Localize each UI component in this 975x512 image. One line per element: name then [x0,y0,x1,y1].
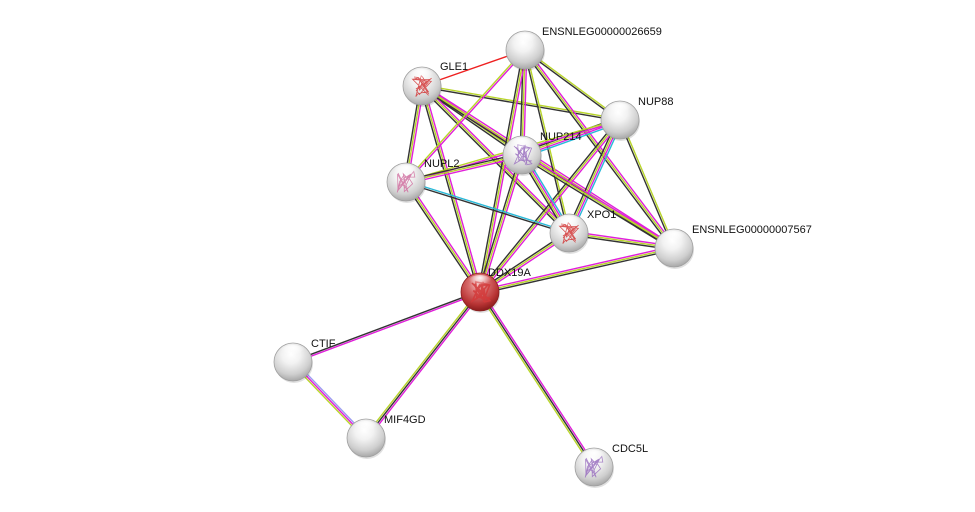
node-gle1[interactable]: GLE1 [402,61,468,107]
edge-evidence-experiments [481,50,528,293]
edge-evidence-experiments [479,245,674,291]
node-ctif[interactable]: CTIF [273,338,336,383]
nodes-layer: DDX19A GLE1 ENSNLEG00000026659NUP88NUP214N… [273,26,812,488]
edge-evidence-experiments [480,290,597,467]
node-xpo1[interactable]: XPO1 [549,209,616,254]
edge-evidence-coexpression [524,50,620,122]
edge-evidence-textmining [525,48,621,120]
edge-evidence-textmining [620,119,676,248]
edge-ensnleg00000026659-ddx19a[interactable] [477,49,528,293]
edge-evidence-textmining [405,154,523,183]
edge-evidence-experiments [522,152,676,248]
edge-evidence-coexpression [419,86,479,293]
edge-evidence-database [406,180,570,233]
edge-evidence-coexpression [479,291,595,468]
edge-evidence-textmining [521,154,675,249]
edge-evidence-textmining [479,154,523,293]
node-highlight [394,165,418,179]
edge-evidence-experiments [422,83,676,248]
edge-evidence-coexpression [618,120,674,249]
node-label: GLE1 [440,61,468,73]
edge-nup88-xpo1[interactable] [565,118,624,235]
edge-evidence-experiments [423,85,483,292]
node-highlight [510,138,534,152]
edge-ensnleg00000026659-nup88[interactable] [524,48,621,122]
edge-evidence-textmining [477,292,594,469]
node-highlight [281,345,305,359]
node-label: CTIF [311,338,336,350]
edge-evidence-coexpression [405,182,569,235]
edge-evidence-experiments [569,120,622,234]
edge-ensnleg00000026659-nupl2[interactable] [404,48,527,184]
node-highlight [582,450,606,464]
edge-evidence-textmining [404,48,525,182]
node-nup214[interactable]: NUP214 [502,131,582,176]
node-label: ENSNLEG00000026659 [542,26,662,38]
edge-nupl2-ddx19a[interactable] [403,180,483,294]
edge-evidence-coexpression [480,249,675,295]
edge-evidence-coexpression [520,155,674,251]
edge-evidence-coexpression [365,291,481,439]
edge-evidence-coexpression [477,154,521,292]
edge-ddx19a-mif4gd[interactable] [364,290,482,440]
node-highlight [608,103,632,117]
node-label: NUPL2 [424,158,459,170]
edge-nupl2-xpo1[interactable] [405,180,570,235]
edge-evidence-textmining [567,119,620,233]
edge-gle1-ddx19a[interactable] [419,85,483,293]
node-highlight [468,275,492,289]
edge-ddx19a-ctif[interactable] [292,290,481,364]
edge-ddx19a-cdc5l[interactable] [477,290,597,469]
edge-evidence-experiments [422,84,571,233]
edge-evidence-textmining [421,85,481,293]
node-highlight [662,231,686,245]
edge-evidence-database [570,120,624,235]
edge-evidence-experiments [366,292,482,440]
edge-evidence-textmining [479,247,675,293]
node-ensnleg00000026659[interactable]: ENSNLEG00000026659 [505,26,662,71]
node-label: NUP214 [540,131,582,143]
edge-evidence-textmining [405,181,481,293]
edge-evidence-textmining [364,290,480,438]
node-cdc5l[interactable]: CDC5L [574,443,648,488]
node-ensnleg00000007567[interactable]: ENSNLEG00000007567 [654,224,812,269]
node-highlight [410,69,434,83]
edge-nup214-ddx19a[interactable] [477,154,525,293]
node-label: NUP88 [638,96,673,108]
edge-evidence-coexpression [405,152,522,181]
edge-evidence-experiments [406,50,527,184]
node-label: ENSNLEG00000007567 [692,224,812,236]
node-label: DDX19A [488,267,531,279]
node-label: MIF4GD [384,414,426,426]
edge-evidence-coexpression [292,290,480,362]
node-highlight [557,216,581,230]
edge-evidence-coexpression [565,118,619,233]
node-highlight [513,33,537,47]
edge-evidence-experiments [406,180,483,292]
node-label: CDC5L [612,443,648,455]
edge-nup88-ensnleg00000007567[interactable] [618,119,676,249]
edge-nup214-nupl2[interactable] [405,152,523,185]
edge-evidence-experiments [406,156,523,185]
edge-evidence-coexpression [477,49,524,292]
edge-evidence-experiments [525,48,676,248]
edge-evidence-coexpression [421,86,620,122]
node-nupl2[interactable]: NUPL2 [386,158,459,203]
node-highlight [354,421,378,435]
edge-ddx19a-ensnleg00000007567[interactable] [479,245,675,295]
node-label: XPO1 [587,209,616,221]
edge-evidence-experiments [481,155,525,293]
node-ddx19a[interactable]: DDX19A [460,267,531,313]
edge-evidence-coexpression [403,182,480,294]
node-nup88[interactable]: NUP88 [600,96,673,141]
edge-evidence-experiments [480,120,622,294]
node-mif4gd[interactable]: MIF4GD [346,414,426,459]
edge-evidence-textmining [479,49,526,293]
edge-nup214-ensnleg00000007567[interactable] [520,152,676,251]
edge-evidence-experiments [293,292,481,364]
